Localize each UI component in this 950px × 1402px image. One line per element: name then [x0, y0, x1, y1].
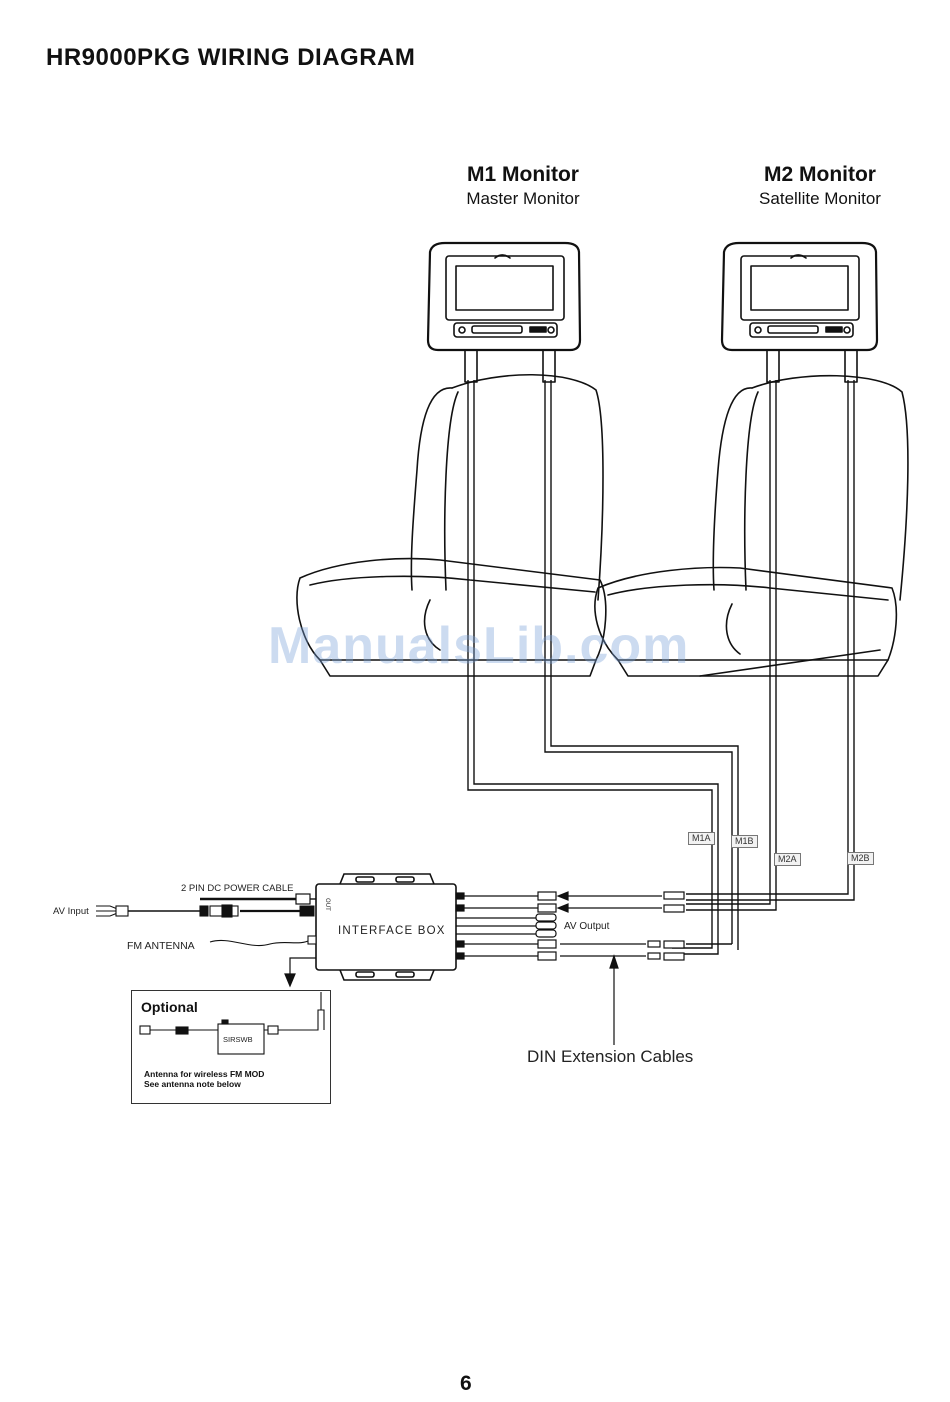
fm-antenna-wire: [210, 936, 316, 946]
cable-tag-m1a: M1A: [688, 832, 715, 845]
svg-text:OUT: OUT: [324, 898, 331, 911]
optional-note-line1: Antenna for wireless FM MOD: [144, 1069, 264, 1079]
optional-title: Optional: [141, 999, 198, 1015]
av-input-cable: [96, 905, 238, 917]
cable-tag-m2b: M2B: [847, 852, 874, 865]
din-connectors: [648, 892, 684, 960]
connector-arrows: [558, 892, 662, 912]
fm-antenna-label: FM ANTENNA: [127, 940, 195, 952]
watermark: ManualsLib.com: [268, 616, 689, 676]
m2-monitor-headrest: [722, 243, 877, 382]
cable-tag-m2a: M2A: [774, 853, 801, 866]
sirswb-label: SIRSWB: [223, 1035, 253, 1044]
av-output-label: AV Output: [564, 921, 609, 932]
page-number: 6: [460, 1372, 472, 1396]
interface-box-label: INTERFACE BOX: [338, 925, 446, 937]
cable-tag-m1b: M1B: [731, 835, 758, 848]
m1-monitor-headrest: [428, 243, 580, 382]
din-pointer: [610, 956, 618, 1045]
power-cable-label: 2 PIN DC POWER CABLE: [181, 883, 293, 894]
optional-arrow: [285, 958, 316, 986]
optional-note-line2: See antenna note below: [144, 1079, 241, 1089]
av-input-label: AV Input: [53, 906, 89, 917]
din-extension-cables-label: DIN Extension Cables: [527, 1047, 693, 1067]
